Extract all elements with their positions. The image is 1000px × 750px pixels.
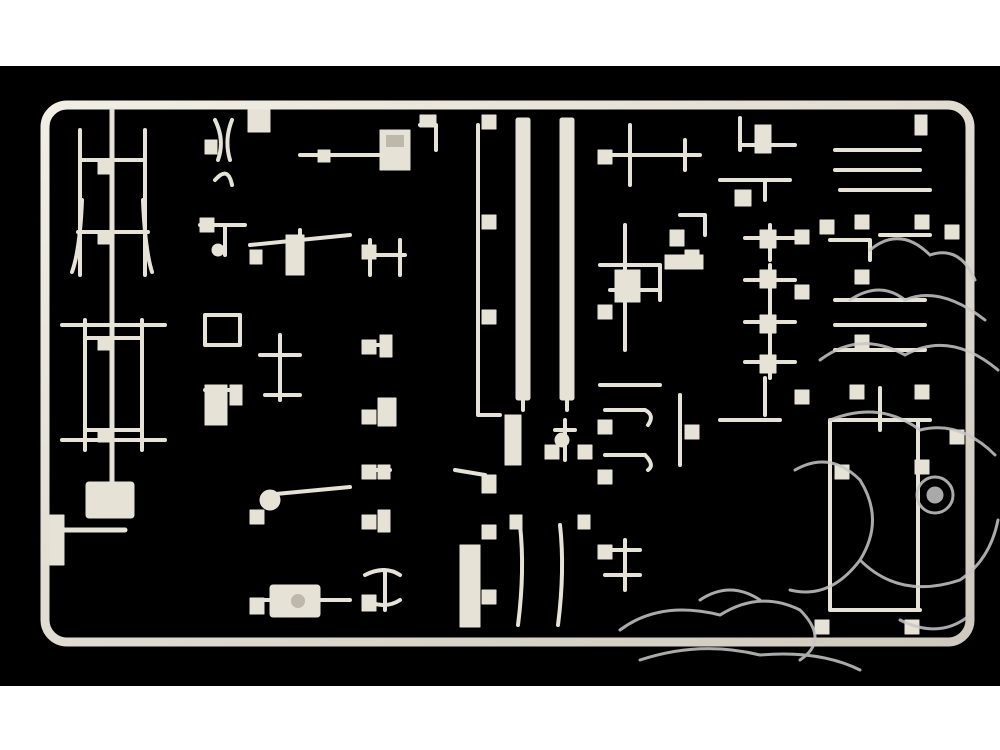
watermark-logo bbox=[618, 237, 1000, 672]
long-rail-left bbox=[515, 117, 531, 401]
parts bbox=[49, 107, 965, 635]
outer-runner bbox=[40, 100, 975, 647]
long-rail-right bbox=[559, 117, 575, 401]
ladder-frame-bottom bbox=[60, 318, 167, 452]
sprue-frame bbox=[40, 99, 975, 647]
box-part bbox=[85, 481, 135, 519]
